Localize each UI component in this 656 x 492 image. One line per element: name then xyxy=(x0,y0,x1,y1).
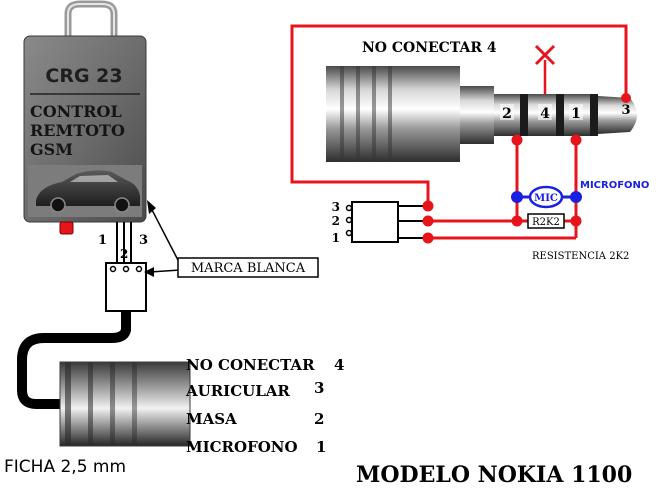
model-title: MODELO NOKIA 1100 xyxy=(356,462,632,488)
legend-text-4: NO CONECTAR xyxy=(186,356,315,374)
marca-label: MARCA BLANCA xyxy=(191,261,306,276)
ring-label-3: 3 xyxy=(621,103,630,118)
pin-label-1: 1 xyxy=(98,233,107,248)
ring-label-2: 2 xyxy=(502,106,512,122)
resistencia-label: RESISTENCIA 2K2 xyxy=(532,251,629,262)
small-connector xyxy=(105,262,147,312)
legend-text-2: MASA xyxy=(186,410,237,428)
black-cable xyxy=(17,311,131,409)
plug-legend: NO CONECTAR 4 AURICULAR 3 MASA 2 MICROFO… xyxy=(185,356,344,456)
mic-symbol xyxy=(528,185,564,209)
marca-arrows xyxy=(144,200,181,277)
legend-text-1: MICROFONO xyxy=(186,438,298,456)
pin-label-2: 2 xyxy=(120,247,128,261)
device-line-2: REMTOTO xyxy=(30,121,125,140)
lower-plug xyxy=(59,361,191,447)
conn-pin-3: 3 xyxy=(332,200,340,214)
legend-text-3: AURICULAR xyxy=(185,382,290,400)
ring-label-1: 1 xyxy=(571,106,581,122)
jack-sleeve xyxy=(326,66,460,162)
device-line-1: CONTROL xyxy=(30,102,122,121)
microfono-label: MICROFONO xyxy=(580,180,649,191)
schematic-connector xyxy=(351,201,399,243)
gsm-device: CRG 23 CONTROL REMTOTO GSM 1 2 3 xyxy=(23,0,148,262)
legend-num-2: 2 xyxy=(314,410,324,428)
r2k2-label: R2K2 xyxy=(532,217,560,228)
pin-label-3: 3 xyxy=(139,233,148,248)
resistor xyxy=(527,213,565,229)
mic-label: MIC xyxy=(534,193,558,204)
legend-num-1: 1 xyxy=(316,438,326,456)
legend-num-3: 3 xyxy=(314,379,324,397)
legend-num-4: 4 xyxy=(334,356,344,374)
conn-pin-2: 2 xyxy=(332,214,340,228)
marca-box xyxy=(177,257,319,278)
ficha-label: FICHA 2,5 mm xyxy=(4,457,126,477)
ring-label-4: 4 xyxy=(540,106,550,122)
car-image xyxy=(28,165,142,217)
schematic: 2 4 1 3 NO CONECTAR 4 3 2 1 xyxy=(290,24,649,262)
wire-auricular xyxy=(290,24,628,206)
led xyxy=(59,221,74,235)
device-line-3: GSM xyxy=(30,140,73,159)
conn-pin-1: 1 xyxy=(332,231,340,245)
jack-tip-3 xyxy=(598,96,637,134)
device-brand: CRG 23 xyxy=(45,65,122,87)
no-conectar-label: NO CONECTAR 4 xyxy=(362,40,497,56)
